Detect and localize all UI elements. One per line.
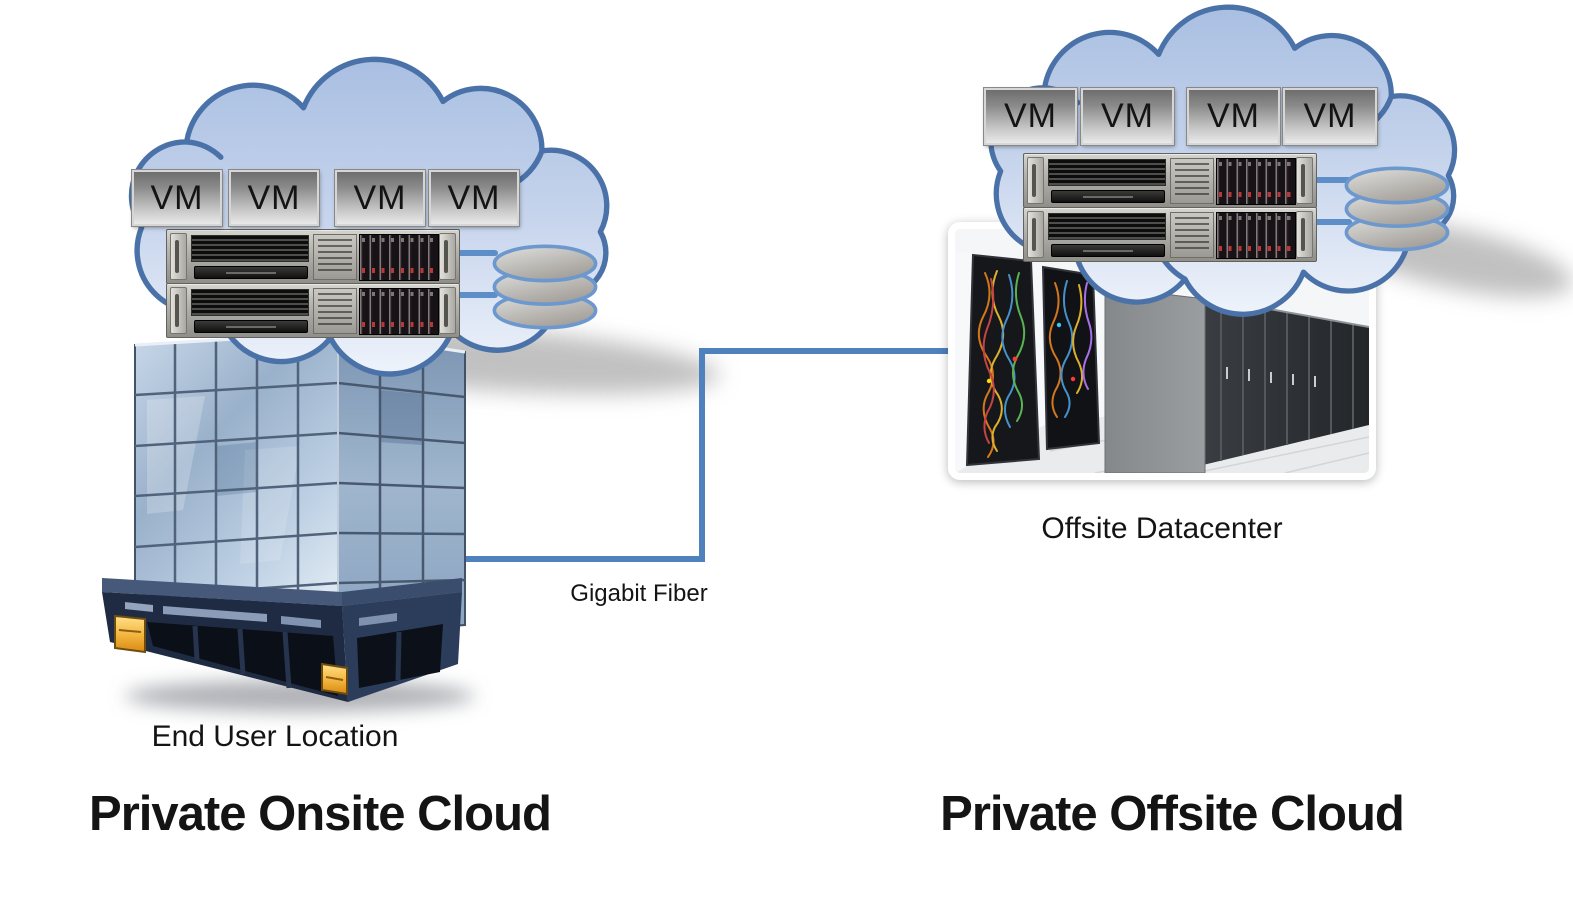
vm-box: VM	[1186, 87, 1281, 146]
server-drive-bays	[1216, 158, 1296, 205]
server-control-panel	[313, 234, 357, 280]
server-control-panel	[313, 288, 357, 334]
office-building-icon	[102, 331, 466, 702]
rack-end-panel	[1104, 286, 1206, 473]
offsite-datacenter-label: Offsite Datacenter	[1041, 512, 1283, 545]
connector-line-segment	[699, 348, 960, 354]
server-rail	[1027, 157, 1044, 204]
server-rail	[439, 233, 456, 280]
storage-link-line	[1306, 177, 1352, 183]
server-rail	[439, 287, 456, 334]
vm-box: VM	[1080, 87, 1175, 146]
connector-line-segment	[699, 348, 705, 562]
storage-link-line	[452, 292, 498, 298]
server-rail	[170, 233, 187, 280]
vm-box: VM	[131, 169, 223, 227]
vm-box: VM	[983, 87, 1078, 146]
right-title: Private Offsite Cloud	[940, 787, 1405, 841]
server-optical-drive	[1051, 190, 1165, 203]
server-rail	[1296, 211, 1313, 258]
server-rail	[170, 287, 187, 334]
disk-stack-icon	[1344, 166, 1450, 252]
server-control-panel	[1170, 212, 1214, 258]
server-control-panel	[1170, 158, 1214, 204]
server-drive-bays	[359, 234, 439, 281]
disk-stack-icon	[492, 244, 598, 330]
server-optical-drive	[1051, 244, 1165, 257]
building-base	[102, 578, 462, 702]
server-drive-bays	[359, 288, 439, 335]
server-vent-grille	[191, 235, 309, 262]
vm-box: VM	[334, 169, 426, 227]
gigabit-fiber-label: Gigabit Fiber	[570, 580, 708, 607]
open-cable-racks	[965, 253, 1101, 467]
rack-server-icon	[1023, 153, 1317, 208]
server-vent-grille	[1048, 213, 1166, 240]
rack-server-icon	[1023, 207, 1317, 262]
entrance-sign-light	[114, 614, 146, 654]
server-drive-bays	[1216, 212, 1296, 259]
server-rail	[1027, 211, 1044, 258]
left-title: Private Onsite Cloud	[89, 787, 552, 841]
vm-box: VM	[428, 169, 520, 227]
vm-box: VM	[228, 169, 320, 227]
end-user-location-label: End User Location	[151, 720, 399, 753]
vm-box: VM	[1282, 87, 1378, 146]
server-rail	[1296, 157, 1313, 204]
server-optical-drive	[194, 266, 308, 279]
connector-line-segment	[430, 556, 705, 562]
rack-server-icon	[166, 229, 460, 284]
storage-link-line	[1306, 219, 1352, 225]
server-vent-grille	[191, 289, 309, 316]
storage-link-line	[452, 250, 498, 256]
server-optical-drive	[194, 320, 308, 333]
rack-server-icon	[166, 283, 460, 338]
server-vent-grille	[1048, 159, 1166, 186]
